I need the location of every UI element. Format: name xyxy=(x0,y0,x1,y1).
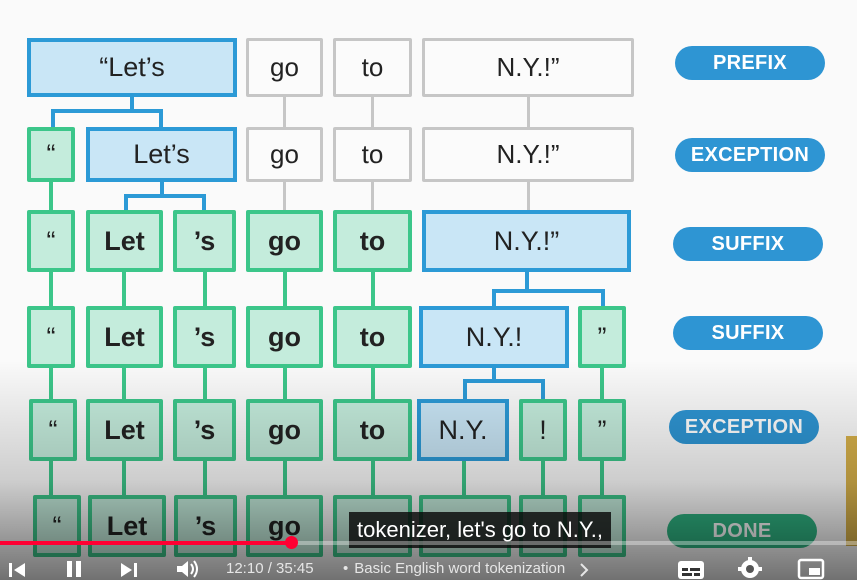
token-ny: N.Y. xyxy=(417,399,509,461)
subtitles-icon[interactable] xyxy=(676,558,706,580)
token-ny-quote: N.Y.!” xyxy=(422,127,634,182)
player-controls xyxy=(0,552,857,580)
presenter-thumbnail xyxy=(846,436,857,546)
step-label-suffix: SUFFIX xyxy=(673,227,823,261)
step-label-exception: EXCEPTION xyxy=(669,410,819,444)
subtitle-caption: tokenizer, let's go to N.Y., xyxy=(349,512,611,548)
pause-icon[interactable] xyxy=(63,558,85,580)
progress-bar[interactable] xyxy=(0,536,857,549)
token-close-quote: ” xyxy=(578,306,626,368)
token-open-quote: “ xyxy=(29,399,77,461)
token-s: ’s xyxy=(174,495,237,557)
token-exclaim: ! xyxy=(519,399,567,461)
token-s: ’s xyxy=(173,306,236,368)
settings-icon[interactable] xyxy=(737,556,763,580)
progress-played xyxy=(0,541,292,545)
token-let: Let xyxy=(86,399,163,461)
token-go: go xyxy=(246,495,323,557)
token-close-quote: ” xyxy=(578,399,626,461)
token-ny-quote: N.Y.!” xyxy=(422,210,631,272)
step-label-exception: EXCEPTION xyxy=(675,138,825,172)
token-open-quote: “ xyxy=(27,210,75,272)
token-to: to xyxy=(333,306,412,368)
chapter-title-text[interactable]: Basic English word tokenization xyxy=(354,560,566,577)
token-ny-quote: N.Y.!” xyxy=(422,38,634,97)
token-let: Let xyxy=(88,495,166,557)
token-let-s: Let’s xyxy=(86,127,237,182)
token-go: go xyxy=(246,127,323,182)
token-open-quote: “ xyxy=(27,127,75,182)
token-to: to xyxy=(333,210,412,272)
volume-icon[interactable] xyxy=(175,558,201,580)
step-label-suffix: SUFFIX xyxy=(673,316,823,350)
chapter-chevron-icon[interactable] xyxy=(578,562,590,578)
step-label-prefix: PREFIX xyxy=(675,46,825,80)
token-go: go xyxy=(246,38,323,97)
token-s: ’s xyxy=(173,399,236,461)
token-to: to xyxy=(333,399,412,461)
skip-back-icon[interactable] xyxy=(6,560,28,580)
token-to: to xyxy=(333,38,412,97)
token-go: go xyxy=(246,306,323,368)
token-open-quote: “ xyxy=(33,495,81,557)
token-s: ’s xyxy=(173,210,236,272)
token-open-quote: “ xyxy=(27,306,75,368)
token-let: Let xyxy=(86,210,163,272)
skip-next-icon[interactable] xyxy=(118,560,140,580)
token-let-s-quoted: “Let’s xyxy=(27,38,237,97)
time-display: 12:10 / 35:45 xyxy=(226,560,314,577)
token-to: to xyxy=(333,127,412,182)
chapter-title[interactable]: •Basic English word tokenization xyxy=(343,560,566,577)
token-let: Let xyxy=(86,306,163,368)
progress-scrubber[interactable] xyxy=(285,536,299,549)
token-go: go xyxy=(246,210,323,272)
token-ny-exclaim: N.Y.! xyxy=(419,306,569,368)
miniplayer-icon[interactable] xyxy=(797,558,825,580)
token-go: go xyxy=(246,399,323,461)
